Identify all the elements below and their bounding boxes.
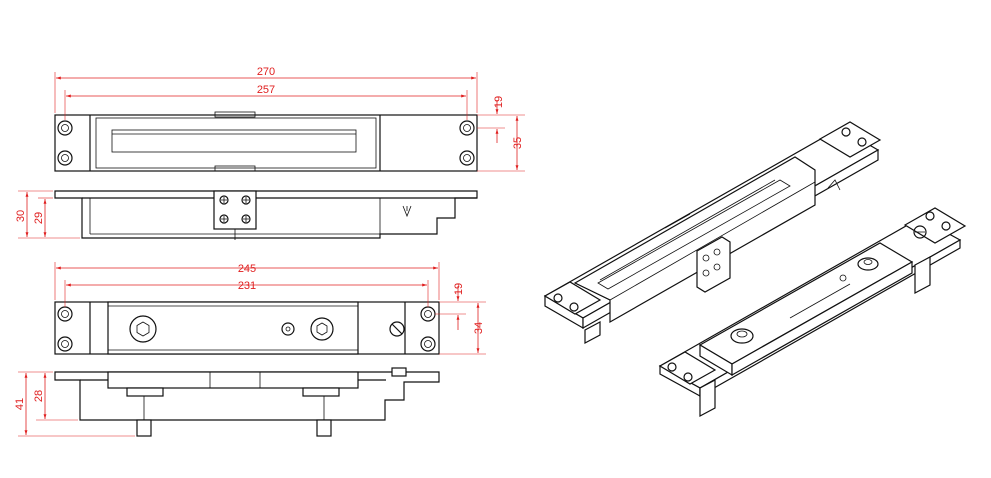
dim-side-outer: 30 (15, 210, 27, 222)
armature-side-view: 41 28 (14, 367, 440, 437)
magnet-side-view: 30 29 (15, 190, 478, 240)
dim-side-inner: 29 (33, 212, 45, 224)
isometric-magnet (543, 121, 882, 344)
dim-armature-side-outer: 41 (14, 398, 26, 410)
mounting-hole-icon (57, 120, 475, 166)
dim-armature-side-inner: 28 (33, 390, 45, 402)
dim-armature-overall: 245 (238, 263, 256, 275)
dim-top-height: 35 (512, 137, 524, 149)
slot-screw-icon (389, 321, 405, 337)
hex-bolt-icon (129, 315, 334, 343)
dim-armature-holes: 231 (238, 280, 256, 292)
armature-top-view: 245 231 19 34 (54, 262, 486, 355)
isometric-armature (658, 207, 967, 417)
dim-top-holes: 257 (257, 84, 275, 96)
dim-armature-height: 34 (473, 322, 485, 334)
screw-icon (219, 195, 251, 224)
pin-icon (281, 322, 295, 336)
dim-top-overall: 270 (257, 66, 275, 78)
magnet-top-view: 270 257 19 35 (54, 66, 525, 172)
dim-top-hole-offset: 19 (493, 96, 505, 108)
dim-armature-hole-offset: 19 (453, 283, 465, 295)
